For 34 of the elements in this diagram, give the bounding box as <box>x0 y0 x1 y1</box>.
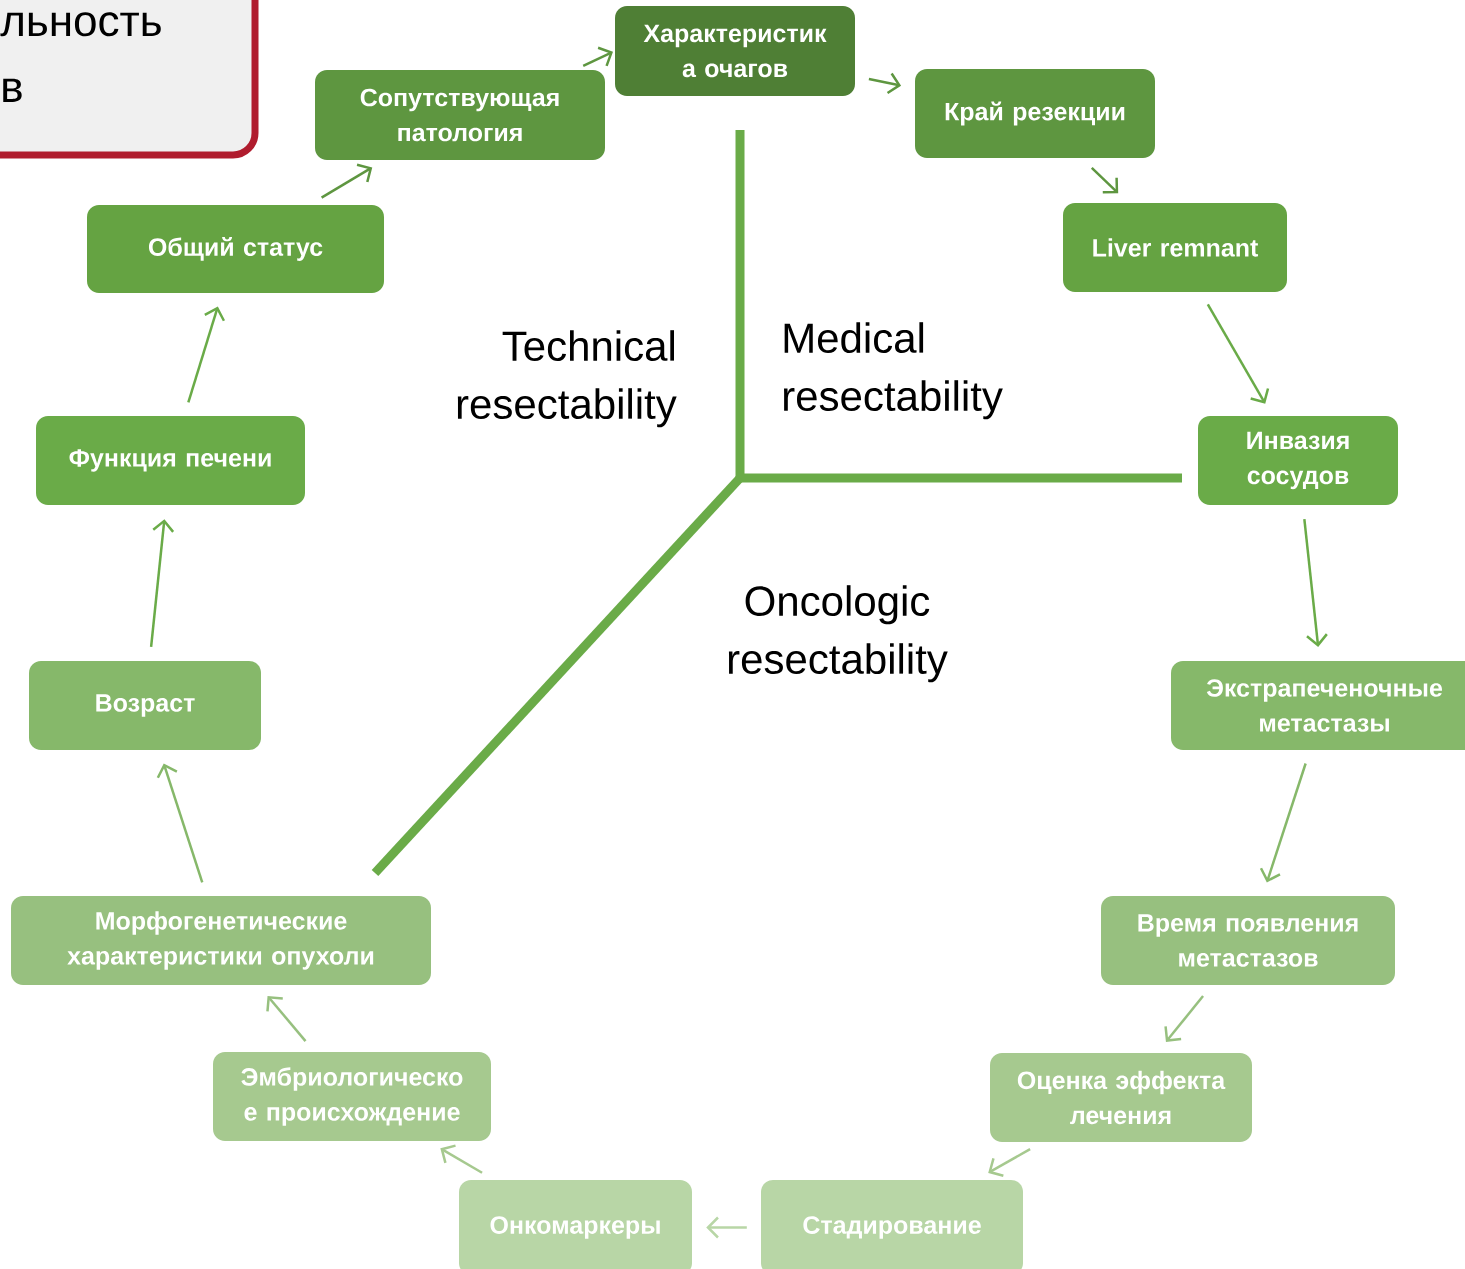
title-box: льность в <box>0 0 259 159</box>
process-box: Эмбриологическо е происхождение <box>213 1052 491 1141</box>
arrow <box>1206 303 1270 404</box>
process-box: Сопутствующая патология <box>315 70 605 160</box>
arrow <box>988 1148 1031 1177</box>
arrow <box>156 763 204 883</box>
arrow <box>1164 995 1205 1042</box>
region-label: Technical resectability <box>457 330 677 428</box>
arrow <box>1259 763 1307 883</box>
process-box: Характеристик а очагов <box>615 6 855 96</box>
process-box: Функция печени <box>36 416 305 505</box>
arrow <box>706 1216 747 1239</box>
arrow <box>266 995 307 1042</box>
process-box: Онкомаркеры <box>459 1180 692 1269</box>
process-box: Liver remnant <box>1063 203 1287 292</box>
arrow <box>187 306 226 403</box>
process-box: Стадирование <box>761 1180 1023 1269</box>
arrow <box>1303 519 1328 647</box>
process-box: Общий статус <box>87 205 384 293</box>
process-box: Время появления метастазов <box>1101 896 1395 985</box>
process-box: Инвазия сосудов <box>1198 416 1398 505</box>
process-box: Морфогенетические характеристики опухоли <box>11 896 431 985</box>
process-box: Край резекции <box>915 69 1155 158</box>
arrow <box>440 1144 483 1174</box>
region-label: Medical resectability <box>784 322 1003 420</box>
arrow <box>868 72 902 95</box>
arrow <box>1090 166 1119 194</box>
process-box: Экстрапеченочные метастазы <box>1171 661 1465 750</box>
arrow <box>149 519 175 647</box>
arrow <box>320 163 373 199</box>
region-label: Oncologic resectability <box>728 585 948 683</box>
process-box: Оценка эффекта лечения <box>990 1053 1252 1142</box>
arrow <box>582 46 613 67</box>
process-box: Возраст <box>29 661 261 750</box>
